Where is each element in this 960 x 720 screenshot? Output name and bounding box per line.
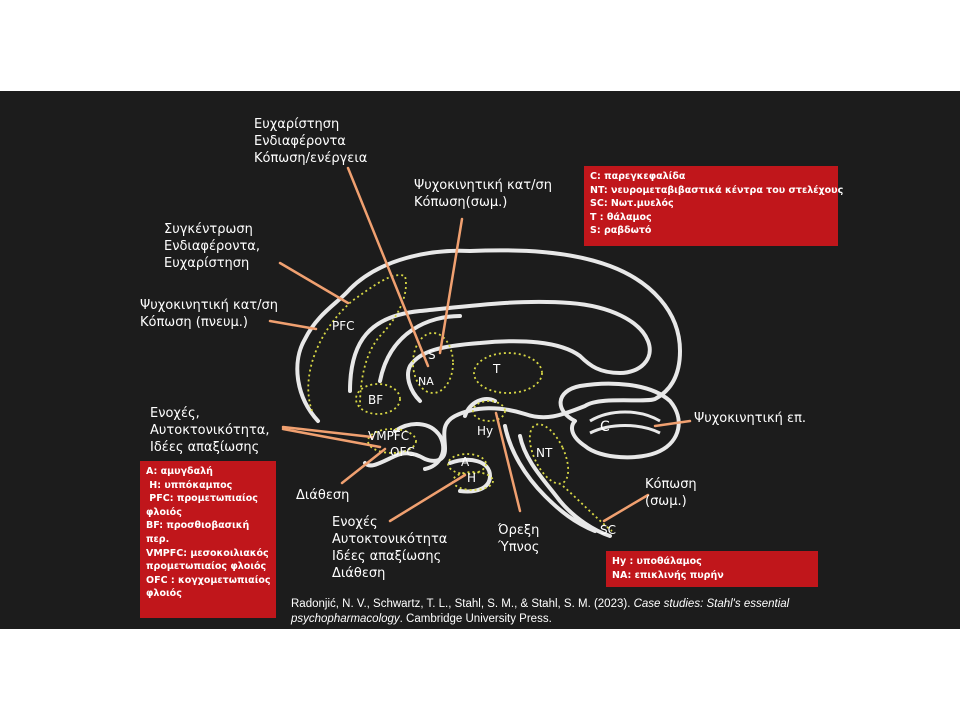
legend-bottom-right: Hy : υποθάλαμος NA: επικλινής πυρήν — [606, 551, 818, 587]
label-psychomotor-right: Ψυχοκινητική επ. — [694, 411, 807, 426]
a-region-outline — [447, 453, 487, 475]
arrow-mood — [340, 447, 387, 485]
arrow-psychomotor-left — [268, 319, 318, 331]
brain-diagram — [268, 166, 692, 538]
brainstem-outline — [503, 424, 612, 538]
hypothalamus-outline — [463, 397, 497, 418]
region-s: S — [428, 348, 436, 362]
region-h: H — [467, 471, 477, 485]
region-nt: NT — [536, 446, 553, 460]
region-pfc: PFC — [332, 319, 355, 333]
pfc-region-outline — [307, 274, 407, 412]
region-vmpfc: VMPFC — [368, 429, 410, 443]
label-psychomotor-top: Ψυχοκινητική κατ/ση Κόπωση(σωμ.) — [414, 178, 552, 210]
bf-region-outline — [355, 383, 401, 415]
arrow-fatigue-right — [602, 493, 650, 523]
corpus-callosum-outline — [348, 299, 652, 403]
region-ofc: OFC — [390, 445, 415, 459]
region-bf: BF — [368, 393, 384, 407]
s-region-outline — [412, 332, 454, 394]
region-na: NA — [418, 375, 434, 388]
label-psychomotor-left: Ψυχοκινητική κατ/ση Κόπωση (πνευμ.) — [140, 298, 278, 330]
arrow-concentration — [278, 261, 350, 305]
label-concentration: Συγκέντρωση Ενδιαφέροντα, Ευχαρίστηση — [164, 222, 260, 271]
label-guilt-bottom: Ενοχές Αυτοκτονικότητα Ιδέες απαξίωσης Δ… — [332, 515, 448, 581]
vmpfc-region-outline — [367, 428, 417, 454]
citation: Radonjić, N. V., Schwartz, T. L., Stahl,… — [291, 598, 790, 625]
label-mood: Διάθεση — [296, 488, 350, 503]
arrow-top-center — [346, 166, 430, 368]
cerebellum-outline — [558, 381, 681, 460]
hy-region-outline — [472, 400, 506, 422]
arrow-guilt-1 — [281, 425, 374, 439]
region-c: C — [600, 419, 610, 435]
label-appetite-sleep: Όρεξη Ύπνος — [498, 523, 540, 555]
region-a: A — [461, 455, 470, 469]
t-region-outline — [473, 352, 543, 394]
region-sc: SC — [600, 523, 616, 537]
legend-top-right: C: παρεγκεφαλίδα NT: νευρομεταβιβαστικά … — [584, 166, 843, 246]
slide: PFC S NA T BF VMPFC OFC Hy A H C NT SC Ε… — [0, 91, 960, 629]
nt-region-outline — [528, 423, 570, 485]
legend-left: A: αμυγδαλή H: υππόκαμπος PFC: προμετωπι… — [140, 461, 276, 618]
sc-region-outline — [562, 485, 613, 532]
arrow-guilt-bottom — [388, 473, 467, 523]
arrow-guilt-2 — [281, 427, 382, 449]
arrow-psychomotor-right — [653, 419, 692, 428]
arrow-psychomotor-top — [438, 217, 464, 355]
label-guilt: Ενοχές, Αυτοκτονικότητα, Ιδέες απαξίωσης — [150, 406, 270, 455]
temporal-outline — [393, 422, 492, 494]
label-pleasure-interest-energy: Ευχαρίστηση Ενδιαφέροντα Κόπωση/ενέργεια — [254, 117, 368, 166]
arrow-appetite — [494, 411, 522, 513]
region-t: T — [493, 362, 501, 376]
region-hy: Hy — [477, 424, 494, 438]
label-fatigue-right: Κόπωση (σωμ.) — [645, 477, 697, 509]
